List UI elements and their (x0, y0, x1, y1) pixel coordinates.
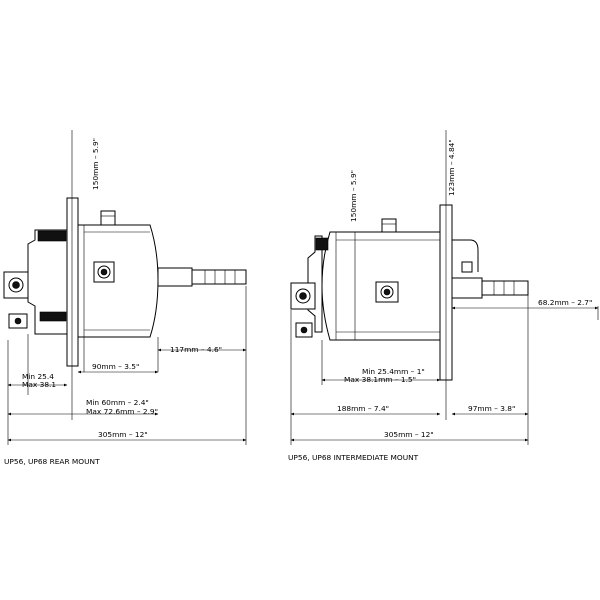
int-shaft (481, 280, 529, 296)
int-max-1: Max 38.1mm – 1.5" (344, 375, 416, 384)
rear-shaft-base (157, 267, 193, 287)
int-front-label: 188mm – 7.4" (337, 404, 389, 413)
rear-flange-plate (66, 197, 79, 367)
int-side-port (290, 282, 316, 310)
rear-mount-caption: UP56, UP68 REAR MOUNT (4, 457, 100, 466)
rear-min-2: Min 60mm – 2.4" (86, 398, 149, 407)
int-min-1: Min 25.4mm – 1" (362, 367, 425, 376)
rear-min-1: Min 25.4 (22, 372, 54, 381)
rear-mount-drawing: 150mm – 5.9" 117mm – 4.6" 90mm – 3.5" Mi… (3, 130, 247, 466)
int-flange-height-label: 123mm – 4.84" (447, 139, 456, 196)
int-overall-label: 305mm – 12" (384, 430, 434, 439)
int-shaft-base (451, 277, 483, 299)
rear-height-label: 150mm – 5.9" (91, 138, 100, 190)
rear-max-2: Max 72.6mm – 2.9" (86, 407, 158, 416)
int-height-label: 150mm – 5.9" (349, 170, 358, 222)
int-rear-label: 97mm – 3.8" (468, 404, 515, 413)
int-hose (452, 239, 479, 272)
int-offset-label: 68.2mm – 2.7" (538, 298, 592, 307)
rear-max-1: Max 38.1 (22, 380, 56, 389)
rear-shaft (191, 269, 247, 285)
rear-housing (27, 229, 68, 335)
rear-pump-body (77, 224, 159, 338)
rear-overall-label: 305mm – 12" (98, 430, 148, 439)
intermediate-mount-drawing: 150mm – 5.9" 123mm – 4.84" 68.2mm – 2.7"… (288, 130, 599, 462)
rear-depth-label: 90mm – 3.5" (92, 362, 139, 371)
int-mount-caption: UP56, UP68 INTERMEDIATE MOUNT (288, 453, 419, 462)
rear-shaft-label: 117mm – 4.6" (170, 345, 222, 354)
